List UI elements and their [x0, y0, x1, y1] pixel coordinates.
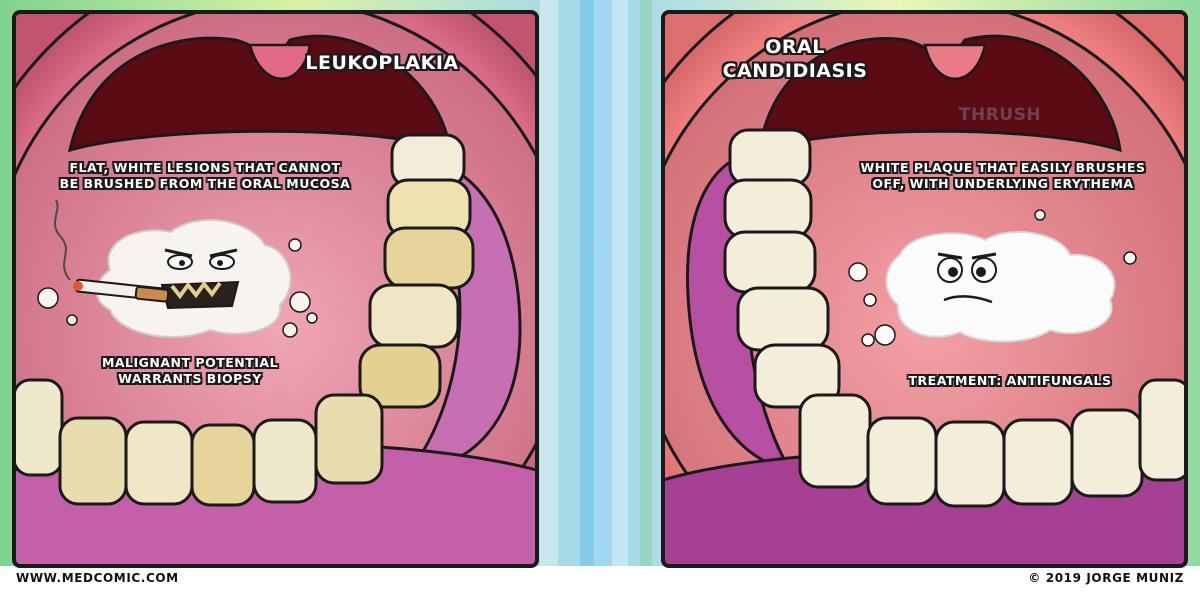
right-panel-border — [661, 10, 1188, 568]
leukoplakia-note-line-2: WARRANTS BIOPSY — [118, 370, 262, 386]
left-front-teeth — [14, 378, 384, 507]
website-link[interactable]: WWW.MEDCOMIC.COM — [16, 571, 179, 585]
copyright-text: © 2019 JORGE MUNIZ — [1028, 571, 1184, 585]
left-uvula — [248, 43, 312, 80]
right-front-teeth — [798, 378, 1186, 508]
plaque-spots — [848, 209, 1137, 347]
left-molars — [358, 133, 475, 409]
oral-candidiasis-title-line-1: ORAL — [765, 36, 825, 58]
candidiasis-description-line-1: WHITE PLAQUE THAT EASILY BRUSHES — [860, 160, 1146, 175]
angry-lesion-character-icon — [95, 218, 292, 338]
candidiasis-description-line-2: OFF, WITH UNDERLYING ERYTHEMA — [872, 175, 1134, 191]
leukoplakia-title: LEUKOPLAKIA — [305, 52, 459, 74]
left-throat — [67, 34, 452, 153]
lesion-spots — [37, 238, 318, 338]
leukoplakia-description: FLAT, WHITE LESIONS THAT CANNOT BE BRUSH… — [20, 160, 390, 191]
thrush-subtitle: THRUSH — [958, 105, 1042, 125]
left-panel-border — [12, 10, 539, 568]
right-uvula — [923, 43, 987, 80]
candidiasis-treatment-note: TREATMENT: ANTIFUNGALS — [908, 373, 1112, 388]
right-molars — [723, 128, 841, 409]
smoking-cigarette-icon — [54, 199, 170, 303]
leukoplakia-note: MALIGNANT POTENTIAL WARRANTS BIOPSY — [80, 355, 300, 386]
leukoplakia-description-line-1: FLAT, WHITE LESIONS THAT CANNOT — [69, 160, 341, 175]
oral-candidiasis-title-line-2: CANDIDIASIS — [722, 59, 868, 82]
candidiasis-description: WHITE PLAQUE THAT EASILY BRUSHES OFF, WI… — [838, 160, 1168, 191]
right-throat — [758, 34, 1122, 153]
left-panel-art — [14, 12, 537, 566]
worried-plaque-character-icon — [885, 231, 1116, 343]
right-panel-art — [663, 12, 1186, 566]
leukoplakia-note-line-1: MALIGNANT POTENTIAL — [101, 355, 279, 370]
leukoplakia-description-line-2: BE BRUSHED FROM THE ORAL MUCOSA — [59, 175, 351, 191]
ray-stripes — [540, 0, 652, 566]
oral-candidiasis-title: ORAL CANDIDIASIS — [690, 36, 900, 84]
